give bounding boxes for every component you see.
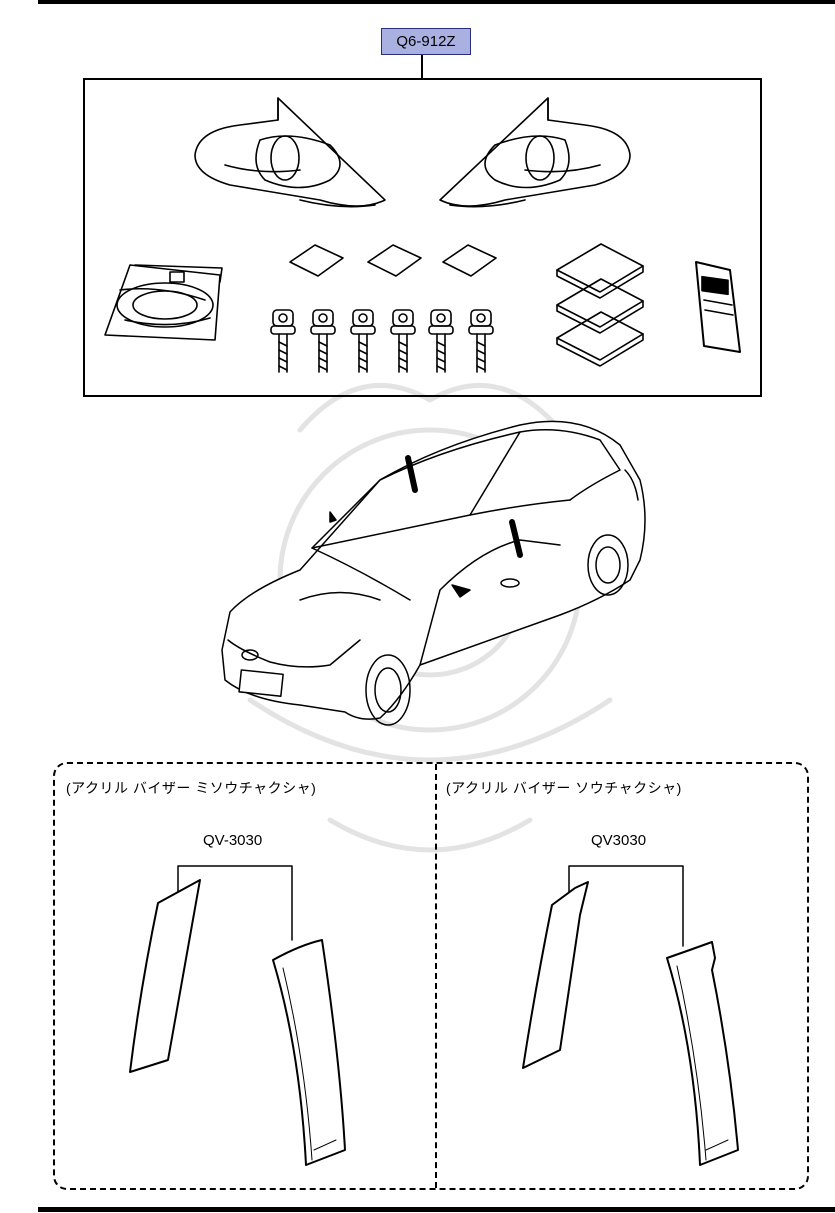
left-section-title: (アクリル バイザー ミソウチャクシャ) (66, 780, 317, 796)
car-illustration (221, 420, 646, 726)
adhesive-pads (289, 244, 497, 277)
right-visor-set (522, 865, 739, 1166)
right-visor-part-number: QV3030 (591, 832, 647, 849)
left-visor-set (129, 865, 346, 1166)
bottom-rule (38, 1207, 835, 1212)
visor-section-divider (435, 764, 437, 1188)
kit-contents-frame (83, 78, 762, 397)
stacked-sheets (556, 243, 644, 367)
kit-part-number-label: Q6-912Z (381, 28, 471, 55)
top-rule (38, 0, 835, 4)
right-mirror-illustration (439, 97, 631, 208)
left-mirror-illustration (194, 97, 386, 208)
instruction-booklet (695, 261, 741, 353)
right-section-title: (アクリル バイザー ソウチャクシャ) (446, 780, 682, 796)
left-visor-part-number: QV-3030 (203, 832, 263, 849)
bolt-set (270, 309, 494, 373)
gasket-illustration (104, 264, 223, 341)
visor-options-frame (53, 762, 809, 1190)
